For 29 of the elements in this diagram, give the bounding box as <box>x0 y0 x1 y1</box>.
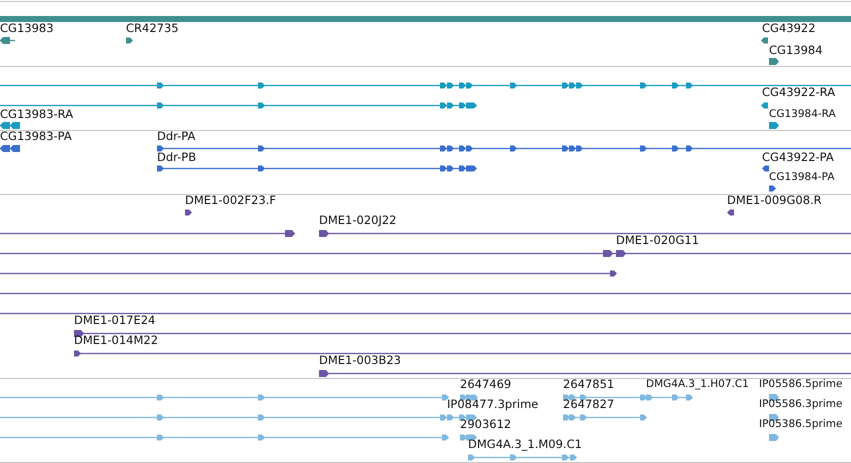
feature-label: IP05586.5prime <box>759 378 842 391</box>
feature-label: DME1-009G08.R <box>727 194 822 207</box>
feature-label: CG13983 <box>0 22 54 35</box>
feature-label: 2647851 <box>563 378 614 391</box>
feature-label: Ddr-PB <box>157 151 196 164</box>
feature-label: DMG4A.3_1.M09.C1 <box>468 438 582 451</box>
feature-label: IP08477.3prime <box>447 398 538 411</box>
feature-label: DME1-020G11 <box>616 234 700 247</box>
feature-label: CG13983-RA <box>0 108 74 121</box>
feature-label: IP05586.3prime <box>759 398 842 411</box>
feature-label: Ddr-PA <box>157 130 196 143</box>
feature-label: CG43922 <box>762 22 816 35</box>
feature-label: CG13984-PA <box>769 171 835 184</box>
feature-label: DME1-014M22 <box>74 334 158 347</box>
feature-label: DMG4A.3_1.H07.C1 <box>646 378 749 391</box>
feature-label: CR42735 <box>126 22 179 35</box>
feature-label: DME1-003B23 <box>319 354 401 367</box>
feature-label: CG13983-PA <box>0 130 72 143</box>
feature-label: DME1-002F23.F <box>185 194 276 207</box>
feature-label: CG43922-RA <box>762 86 836 99</box>
feature-label: DME1-017E24 <box>74 314 156 327</box>
feature-label: IP05386.5prime <box>759 418 842 431</box>
feature-label: 2647469 <box>460 378 512 391</box>
feature-label: CG43922-PA <box>762 151 834 164</box>
feature-label: CG13984 <box>769 44 823 57</box>
feature-label: CG13984-RA <box>769 108 836 121</box>
feature-label: 2903612 <box>460 418 512 431</box>
feature-label: 2647827 <box>563 398 614 411</box>
feature-label: DME1-020J22 <box>319 214 396 227</box>
